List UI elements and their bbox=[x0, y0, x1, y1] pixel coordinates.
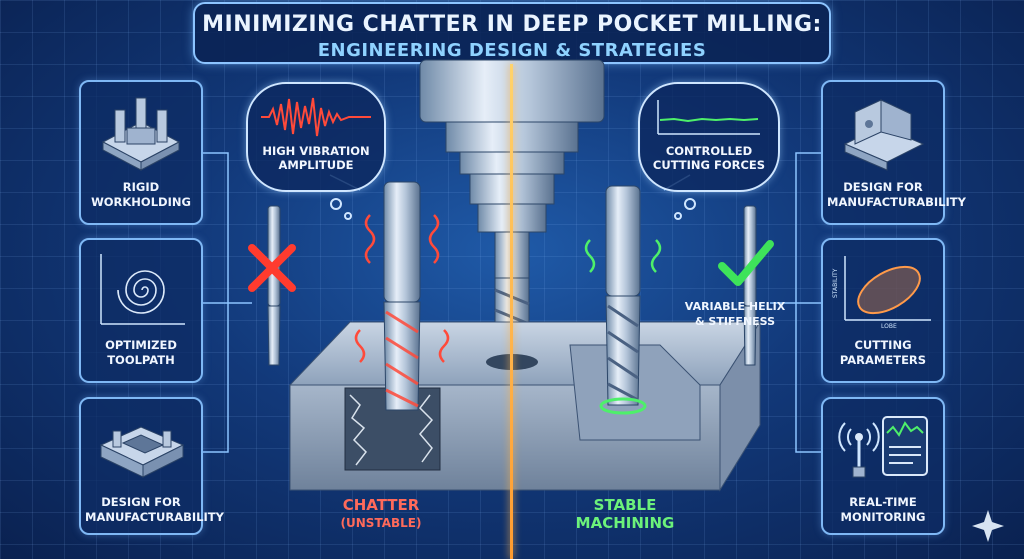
fixture-icon bbox=[101, 97, 181, 171]
page-subtitle: ENGINEERING DESIGN & STRATEGIES bbox=[317, 40, 707, 61]
bracket-part-icon bbox=[843, 99, 925, 171]
stable-label: STABLE MACHINING bbox=[575, 496, 675, 532]
variable-helix-label: VARIABLE HELIX & STIFFNESS bbox=[684, 300, 786, 328]
cross-icon bbox=[248, 244, 296, 292]
steady-signal-icon bbox=[657, 100, 760, 135]
panel-optimized-toolpath: OPTIMIZED TOOLPATH bbox=[79, 238, 203, 383]
stability-lobe-icon: STABILITY LOBE bbox=[832, 256, 931, 330]
vibration-wave-icon bbox=[261, 97, 371, 137]
sensor-monitor-icon bbox=[838, 416, 928, 478]
side-tool-right bbox=[743, 205, 757, 366]
pocket-part-icon bbox=[99, 426, 185, 478]
panel-cutting-parameters: STABILITY LOBE CUTTING PARAMETERS bbox=[821, 238, 945, 383]
divider-line bbox=[510, 64, 513, 559]
side-tool-left bbox=[267, 205, 281, 366]
check-icon bbox=[718, 240, 774, 286]
svg-text:STABILITY: STABILITY bbox=[832, 268, 839, 298]
sparkle-icon bbox=[972, 510, 1004, 542]
chatter-endmill bbox=[354, 181, 450, 411]
page-title: MINIMIZING CHATTER IN DEEP POCKET MILLIN… bbox=[202, 12, 822, 37]
vibration-bubble: HIGH VIBRATION AMPLITUDE bbox=[246, 82, 386, 192]
spiral-toolpath-icon bbox=[100, 254, 185, 325]
chatter-label: CHATTER (UNSTABLE) bbox=[340, 496, 422, 530]
svg-text:LOBE: LOBE bbox=[881, 323, 897, 330]
panel-realtime-monitoring: REAL-TIME MONITORING bbox=[821, 397, 945, 535]
title-banner: MINIMIZING CHATTER IN DEEP POCKET MILLIN… bbox=[193, 2, 831, 64]
panel-dfm-left: DESIGN FOR MANUFACTURABILITY bbox=[79, 397, 224, 535]
forces-bubble: CONTROLLED CUTTING FORCES bbox=[638, 82, 780, 192]
panel-dfm-right: DESIGN FOR MANUFACTURABILITY bbox=[821, 80, 966, 225]
stable-endmill bbox=[584, 185, 662, 415]
panel-rigid-workholding: RIGID WORKHOLDING bbox=[79, 80, 203, 225]
